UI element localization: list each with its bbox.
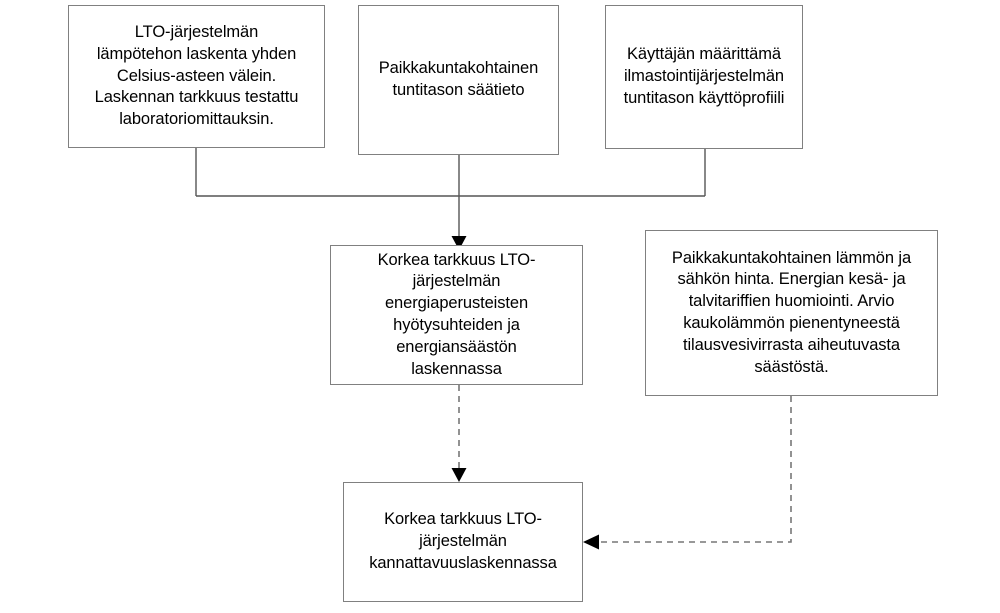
node-price-info[interactable]: Paikkakuntakohtainen lämmön ja sähkön hi… bbox=[645, 230, 938, 396]
arrowhead-into-profit-right bbox=[583, 534, 599, 550]
node-user-profile-label: Käyttäjän määrittämä ilmastointijärjeste… bbox=[623, 45, 785, 107]
connector-price-to-profit bbox=[597, 396, 792, 543]
node-temp-calc[interactable]: LTO-järjestelmän lämpötehon laskenta yhd… bbox=[68, 5, 325, 148]
node-temp-calc-label: LTO-järjestelmän lämpötehon laskenta yhd… bbox=[94, 23, 299, 129]
node-local-hour[interactable]: Paikkakuntakohtainen tuntitason säätieto bbox=[358, 5, 559, 155]
node-energy-calculation-label: Korkea tarkkuus LTO- järjestelmän energi… bbox=[377, 250, 536, 378]
node-local-hour-label: Paikkakuntakohtainen tuntitason säätieto bbox=[378, 59, 539, 99]
arrowhead-into-profit-top bbox=[451, 468, 467, 482]
node-energy-calculation[interactable]: Korkea tarkkuus LTO- järjestelmän energi… bbox=[330, 245, 583, 385]
node-profitability-calculation-label: Korkea tarkkuus LTO- järjestelmän kannat… bbox=[369, 510, 557, 572]
node-user-profile[interactable]: Käyttäjän määrittämä ilmastointijärjeste… bbox=[605, 5, 803, 149]
node-price-info-label: Paikkakuntakohtainen lämmön ja sähkön hi… bbox=[671, 248, 912, 376]
connector-top-bus bbox=[195, 148, 706, 238]
node-profitability-calculation[interactable]: Korkea tarkkuus LTO- järjestelmän kannat… bbox=[343, 482, 583, 602]
